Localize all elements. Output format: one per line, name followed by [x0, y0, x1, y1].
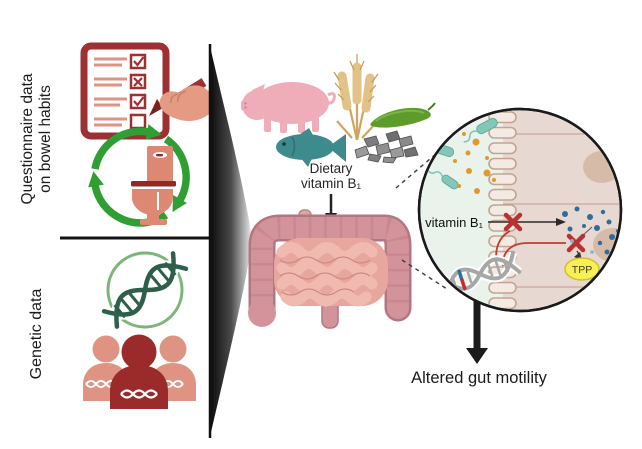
tpp-badge: TPP [564, 257, 600, 281]
questionnaire-section: Questionnaire data on bowel habits [19, 42, 216, 227]
small-intestine [274, 238, 388, 307]
tpp-conversion-line [580, 226, 593, 238]
bacteria-icon [420, 117, 498, 190]
vitamin-b1-label: vitamin B₁ [425, 215, 483, 230]
dna-circle-icon [101, 251, 189, 329]
magnifier-callout-lines [395, 146, 448, 290]
wheat-icon [333, 54, 379, 141]
seeds-icon [354, 130, 419, 164]
intestine-icon [248, 209, 412, 329]
tpp-label: TPP [572, 264, 592, 276]
dietary-caption: Dietary vitamin B₁ [301, 161, 362, 225]
population-icon [83, 334, 196, 409]
questionnaire-label-line1: Questionnaire data [19, 73, 36, 204]
outcome-label: Altered gut motility [411, 369, 547, 387]
epithelium [503, 110, 620, 310]
hand-pencil-icon [149, 78, 216, 121]
pea-pod-icon [370, 102, 436, 128]
blocked-cross-icon [503, 212, 586, 253]
funnel-icon [208, 44, 252, 438]
variant-allele-red [460, 278, 467, 291]
pig-icon [241, 82, 336, 133]
toilet-recycle-icon [88, 124, 190, 227]
dietary-label-line2: vitamin B₁ [301, 176, 362, 191]
down-arrow-icon [466, 295, 488, 364]
questionnaire-label-line2: on bowel habits [37, 85, 54, 193]
toilet-icon [131, 146, 176, 225]
absorption-arrow [488, 218, 566, 226]
magnifier-circle: TPP [417, 107, 623, 313]
food-sources [241, 54, 436, 167]
fish-icon [276, 128, 346, 167]
genetic-section: Genetic data [28, 251, 196, 409]
vitamin-b1-molecules [453, 132, 496, 194]
dietary-label-line1: Dietary [310, 161, 353, 176]
checklist-icon [80, 42, 216, 140]
tpp-molecules [562, 206, 620, 255]
genetic-label: Genetic data [28, 289, 45, 380]
